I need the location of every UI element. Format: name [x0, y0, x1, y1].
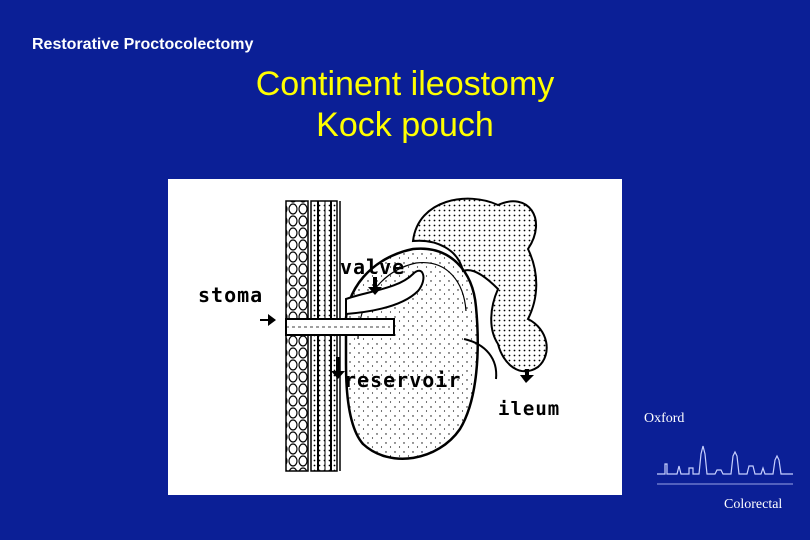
logo-text-oxford: Oxford — [644, 411, 685, 426]
reservoir-arrow — [331, 357, 345, 379]
slide-title: Continent ileostomy Kock pouch — [0, 64, 810, 146]
label-stoma: stoma — [198, 283, 264, 307]
ileum-outlet — [463, 338, 498, 380]
ileum-arrow — [520, 369, 534, 383]
anatomy-illustration — [260, 197, 548, 472]
label-ileum: ileum — [498, 398, 561, 420]
label-valve: valve — [340, 255, 406, 279]
valve-arrow — [368, 277, 382, 295]
slide-title-line-1: Continent ileostomy — [255, 65, 555, 103]
section-title: Restorative Proctocolectomy — [32, 36, 254, 53]
label-reservoir: reservoir — [344, 368, 462, 392]
kock-pouch-diagram: stoma valve reservoir ileum — [168, 179, 622, 495]
slide-title-line-2: Kock pouch — [316, 106, 494, 144]
logo-text-colorectal: Colorectal — [724, 497, 783, 512]
nipple-valve — [345, 269, 425, 316]
oxford-skyline-icon — [657, 445, 793, 485]
stoma-arrow — [260, 314, 276, 326]
ileum-loop — [411, 197, 548, 373]
